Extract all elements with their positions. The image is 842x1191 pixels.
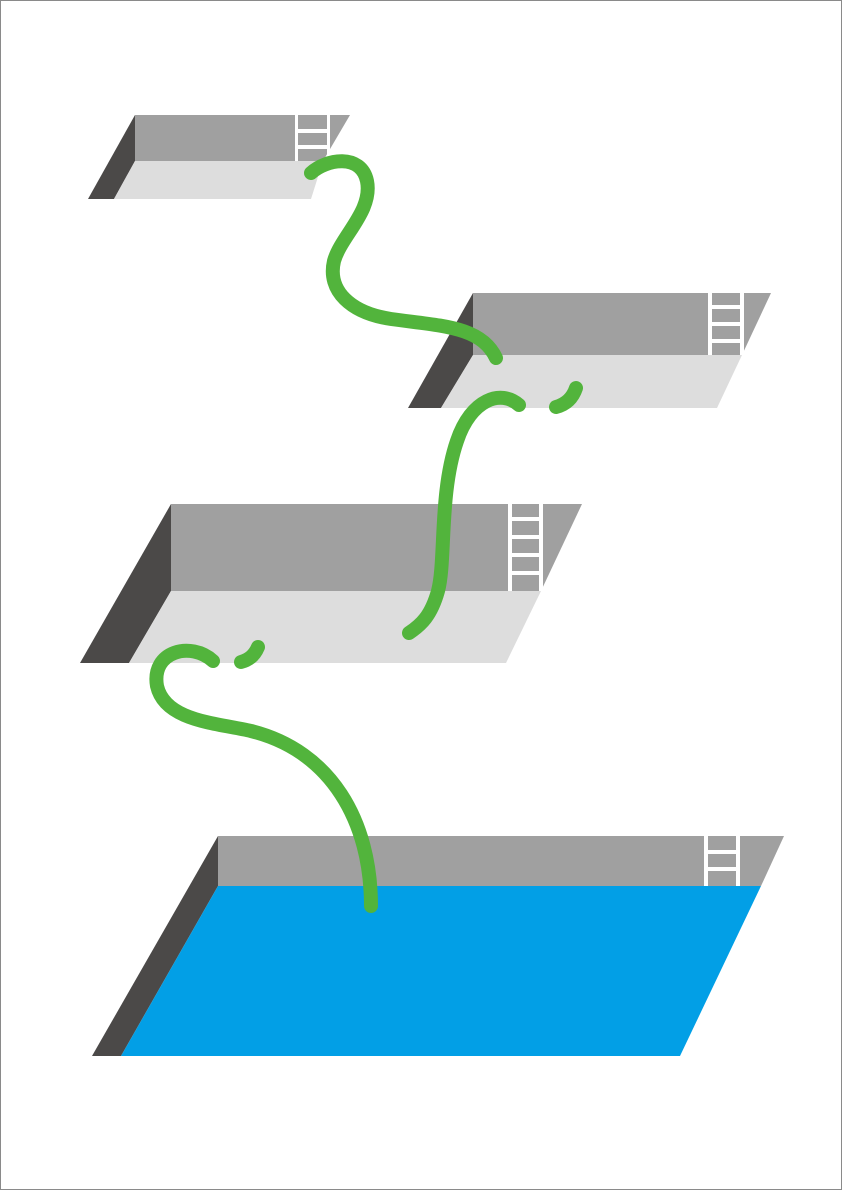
hose-3-end — [234, 640, 265, 669]
hose-1 — [304, 154, 503, 365]
hose-3 — [149, 643, 378, 913]
pool-2-ladder — [708, 293, 744, 355]
pool-2-side-wall — [408, 293, 473, 408]
pool-1-back-wall — [135, 115, 350, 161]
pool-2-empty — [408, 293, 771, 408]
pool-4-back-wall — [218, 836, 784, 886]
pool-1-side-wall — [88, 115, 135, 199]
pool-4-side-wall — [92, 836, 218, 1056]
pool-3-side-wall — [80, 504, 171, 663]
pool-3-empty — [80, 504, 582, 663]
hose-2-end — [549, 381, 583, 414]
pool-4-water-surface — [121, 886, 761, 1056]
hose-2 — [402, 390, 526, 640]
pool-4-ladder — [704, 836, 740, 886]
pool-2-back-wall — [473, 293, 771, 355]
pool-1-ladder — [295, 115, 330, 161]
pool-1-floor — [114, 161, 323, 199]
pool-4-water — [92, 836, 784, 1056]
pool-3-ladder — [508, 504, 543, 591]
pool-3-back-wall — [171, 504, 582, 591]
pool-1-empty — [88, 115, 350, 199]
